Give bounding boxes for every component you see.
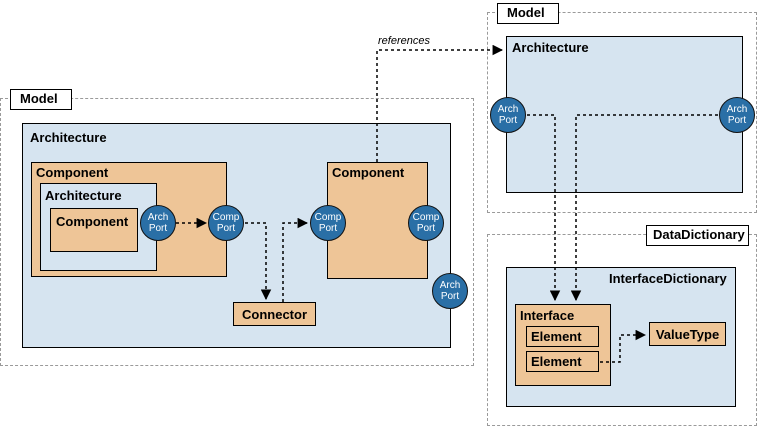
right-component-right-port: Comp Port — [408, 205, 444, 241]
port-line-1: Arch — [726, 104, 748, 115]
port-line-1: Comp — [412, 212, 440, 223]
interface-dictionary-title: InterfaceDictionary — [609, 271, 727, 286]
port-line-2: Port — [498, 115, 518, 126]
inner-component — [50, 208, 138, 252]
port-line-1: Comp — [314, 212, 342, 223]
data-dictionary-tag: DataDictionary — [646, 225, 749, 246]
port-line-2: Port — [318, 223, 338, 234]
right-component-left-port: Comp Port — [310, 205, 346, 241]
interface-title: Interface — [520, 308, 575, 323]
right-model-frame — [487, 12, 757, 213]
wire-element-to-valuetype — [600, 329, 647, 363]
inner-component-title: Component — [56, 214, 129, 229]
left-architecture-title: Architecture — [30, 130, 107, 145]
right-architecture-right-port: Arch Port — [719, 97, 755, 133]
connector-box: Connector — [233, 302, 316, 326]
right-architecture-left-port: Arch Port — [490, 97, 526, 133]
right-component-title: Component — [332, 165, 405, 180]
wire-comp-to-connector — [245, 222, 272, 301]
inner-arch-port: Arch Port — [140, 205, 176, 241]
wire-archport-right-to-interface — [570, 114, 718, 302]
right-model-tag: Model — [497, 3, 559, 24]
port-line-1: Arch — [497, 104, 519, 115]
port-line-2: Port — [148, 223, 168, 234]
port-line-1: Arch — [147, 212, 169, 223]
port-line-2: Port — [416, 223, 436, 234]
wire-archport-left-to-interface — [527, 114, 561, 302]
port-line-1: Comp — [212, 212, 240, 223]
left-model-frame — [0, 98, 474, 366]
port-line-2: Port — [216, 223, 236, 234]
outer-comp-port: Comp Port — [208, 205, 244, 241]
right-architecture-title: Architecture — [512, 40, 589, 55]
inner-architecture-title: Architecture — [45, 188, 122, 203]
port-line-1: Arch — [439, 280, 461, 291]
data-dictionary-frame — [487, 234, 757, 426]
element-box-2: Element — [526, 351, 599, 372]
left-architecture-port: Arch Port — [432, 273, 468, 309]
outer-component-title: Component — [36, 165, 109, 180]
port-line-2: Port — [440, 291, 460, 302]
references-label: references — [378, 35, 430, 47]
element-box-1: Element — [526, 326, 599, 347]
wire-references — [376, 44, 504, 162]
value-type-box: ValueType — [649, 322, 726, 346]
wire-connector-to-comp — [282, 217, 309, 302]
port-line-2: Port — [727, 115, 747, 126]
left-model-tag: Model — [10, 89, 72, 110]
